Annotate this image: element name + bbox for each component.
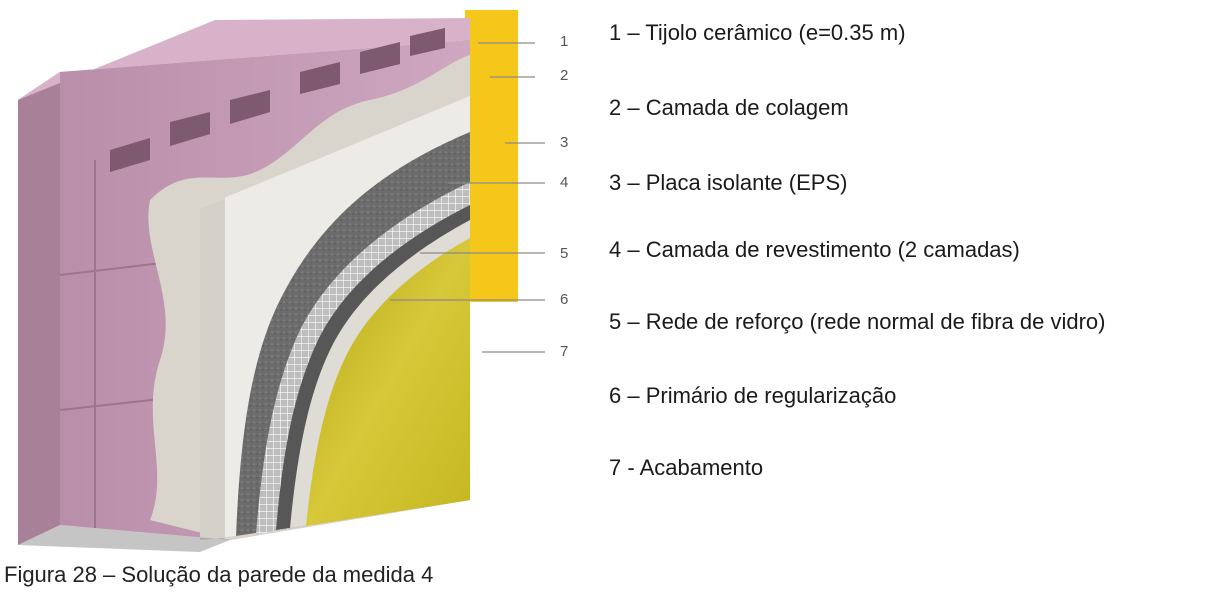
eps-board-edge <box>200 198 225 540</box>
callout-number-3: 3 <box>560 134 569 151</box>
legend-item-insulation: 3 – Placa isolante (EPS) <box>609 170 848 195</box>
brick-holes <box>110 28 445 172</box>
callout-number-5: 5 <box>560 245 569 262</box>
layer-legend: 1 – Tijolo cerâmico (e=0.35 m) 2 – Camad… <box>609 0 1226 520</box>
legend-item-finish: 7 - Acabamento <box>609 455 764 480</box>
callout-number-7: 7 <box>560 343 569 360</box>
callout-number-2: 2 <box>560 67 569 84</box>
callout-number-4: 4 <box>560 174 569 191</box>
callout-number-1: 1 <box>560 33 569 50</box>
legend-item-primer: 6 – Primário de regularização <box>609 383 897 408</box>
wall-layers-illustration <box>18 10 545 552</box>
yellow-edge-bar <box>465 10 518 302</box>
figure-caption: Figura 28 – Solução da parede da medida … <box>4 562 434 587</box>
legend-item-brick: 1 – Tijolo cerâmico (e=0.35 m) <box>609 20 906 45</box>
callout-number-6: 6 <box>560 291 569 308</box>
legend-item-adhesive: 2 – Camada de colagem <box>609 95 849 120</box>
legend-item-mesh: 5 – Rede de reforço (rede normal de fibr… <box>609 309 1106 334</box>
brick-joints <box>59 160 171 528</box>
leader-lines <box>390 42 545 353</box>
finish-layer <box>306 238 470 526</box>
legend-item-render: 4 – Camada de revestimento (2 camadas) <box>609 237 1020 262</box>
wall-cross-section-figure: 1 2 3 4 5 6 7 Figura 28 – Solução da par… <box>0 0 600 607</box>
brick-side-face <box>18 72 60 545</box>
brick-top-face <box>18 18 470 100</box>
ground-shadow <box>18 525 230 552</box>
